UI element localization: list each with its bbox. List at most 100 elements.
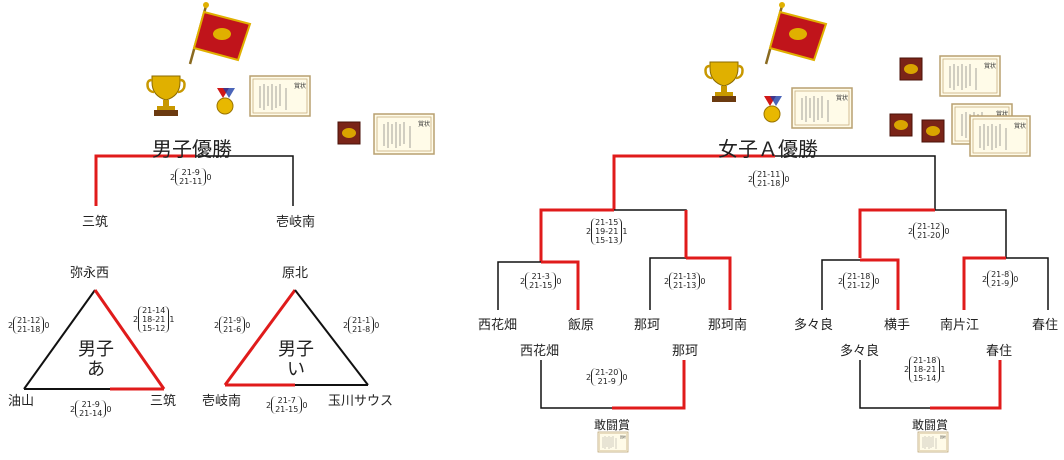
certificate-icon xyxy=(249,75,311,117)
set-score: 21-18 xyxy=(913,356,937,365)
fight-left-award: 敢闘賞 xyxy=(594,418,631,432)
score-sets: 21-9 21-6 xyxy=(219,316,246,334)
score-right: 0 xyxy=(874,276,880,286)
set-score: 21-15 xyxy=(275,405,299,414)
league-label-line1: 男子 xyxy=(78,339,114,360)
set-score: 21-14 xyxy=(142,306,166,315)
set-score: 21-7 xyxy=(277,396,296,405)
score-left: 2 xyxy=(904,365,910,374)
league-a-right-team: 三筑 xyxy=(150,394,177,409)
women-fight-right-bracket xyxy=(859,360,1002,410)
women-a-team: 飯原 xyxy=(568,318,595,333)
score-sets: 21-9 21-11 xyxy=(175,168,207,186)
score-right: 0 xyxy=(784,174,790,184)
league-i-label: 男子 い xyxy=(272,340,320,380)
plaque-icon xyxy=(337,121,361,145)
plaque-icon xyxy=(899,57,923,81)
women-a-q3-score: 2 21-18 21-12 0 xyxy=(838,272,879,290)
set-score: 21-1 xyxy=(352,316,371,325)
score-right: 0 xyxy=(374,320,380,330)
score-sets: 21-12 21-18 xyxy=(13,316,45,334)
set-score: 21-14 xyxy=(79,409,103,418)
medal-icon xyxy=(216,87,236,115)
score-left: 2 xyxy=(908,226,914,236)
set-score: 18-21 xyxy=(142,315,166,324)
league-a-left-team: 油山 xyxy=(8,394,35,409)
set-score: 21-20 xyxy=(917,231,941,240)
score-left: 2 xyxy=(838,276,844,286)
set-score: 21-12 xyxy=(17,316,41,325)
league-label-line1: 男子 xyxy=(278,339,314,360)
score-left: 2 xyxy=(748,174,754,184)
score-right: 1 xyxy=(622,227,628,236)
league-i-triangle xyxy=(223,289,369,387)
set-score: 21-9 xyxy=(81,400,100,409)
league-i-left-team: 壱岐南 xyxy=(202,394,242,409)
league-i-bottom-score: 2 21-7 21-15 0 xyxy=(266,396,307,414)
women-a-bracket xyxy=(497,154,1049,310)
set-score: 18-21 xyxy=(913,365,937,374)
set-score: 15-12 xyxy=(142,324,166,333)
score-right: 1 xyxy=(940,365,946,374)
score-sets: 21-20 21-9 xyxy=(591,368,623,386)
score-right: 0 xyxy=(700,276,706,286)
score-right: 0 xyxy=(622,372,628,382)
set-score: 21-18 xyxy=(757,179,781,188)
league-a-top-team: 弥永西 xyxy=(70,266,110,281)
set-score: 21-20 xyxy=(595,368,619,377)
women-a-team: 那珂 xyxy=(634,318,661,333)
score-left: 2 xyxy=(343,320,349,330)
score-sets: 21-3 21-15 xyxy=(525,272,557,290)
score-left: 2 xyxy=(170,172,176,182)
league-a-label: 男子 あ xyxy=(72,340,120,380)
set-score: 21-8 xyxy=(991,270,1010,279)
score-sets: 21-15 19-21 15-13 xyxy=(591,218,623,245)
score-left: 2 xyxy=(133,315,139,324)
plaque-icon xyxy=(889,113,913,137)
set-score: 21-9 xyxy=(597,377,616,386)
women-a-team: 多々良 xyxy=(794,318,834,333)
trophy-icon xyxy=(704,60,744,104)
league-i-top-team: 原北 xyxy=(282,266,309,281)
fight-right-score: 2 21-18 18-21 15-14 1 xyxy=(904,356,945,383)
set-score: 15-14 xyxy=(913,374,937,383)
score-sets: 21-11 21-18 xyxy=(753,170,785,188)
women-a-team: 春住 xyxy=(1032,318,1059,333)
set-score: 21-12 xyxy=(847,281,871,290)
women-a-team: 那珂南 xyxy=(708,318,748,333)
score-sets: 21-18 18-21 15-14 xyxy=(909,356,941,383)
set-score: 21-8 xyxy=(352,325,371,334)
score-left: 2 xyxy=(70,404,76,414)
score-left: 2 xyxy=(982,274,988,284)
set-score: 19-21 xyxy=(595,227,619,236)
men-final-bracket xyxy=(94,154,294,206)
fight-right-award: 敢闘賞 xyxy=(912,418,949,432)
league-label-line2: あ xyxy=(87,359,105,380)
fight-right-team-b: 春住 xyxy=(986,344,1013,359)
score-left: 2 xyxy=(586,372,592,382)
plaque-icon xyxy=(921,119,945,143)
medal-icon xyxy=(763,95,783,123)
set-score: 21-18 xyxy=(847,272,871,281)
set-score: 21-13 xyxy=(673,272,697,281)
set-score: 21-6 xyxy=(223,325,242,334)
set-score: 21-11 xyxy=(757,170,781,179)
set-score: 21-18 xyxy=(17,325,41,334)
flag-icon xyxy=(764,0,828,66)
flag-icon xyxy=(188,0,252,66)
certificate-icon xyxy=(969,115,1031,157)
league-i-left-edge-score: 2 21-9 21-6 0 xyxy=(214,316,250,334)
men-final-score: 2 21-9 21-11 0 xyxy=(170,168,211,186)
women-a-q1-score: 2 21-3 21-15 0 xyxy=(520,272,561,290)
set-score: 21-9 xyxy=(991,279,1010,288)
score-sets: 21-8 21-9 xyxy=(987,270,1014,288)
score-sets: 21-7 21-15 xyxy=(271,396,303,414)
set-score: 15-13 xyxy=(595,236,619,245)
league-a-triangle xyxy=(23,289,166,391)
certificate-icon xyxy=(791,87,853,129)
women-a-q4-score: 2 21-8 21-9 0 xyxy=(982,270,1018,288)
score-sets: 21-18 21-12 xyxy=(843,272,875,290)
women-a-team: 南片江 xyxy=(940,318,980,333)
certificate-icon xyxy=(939,55,1001,97)
